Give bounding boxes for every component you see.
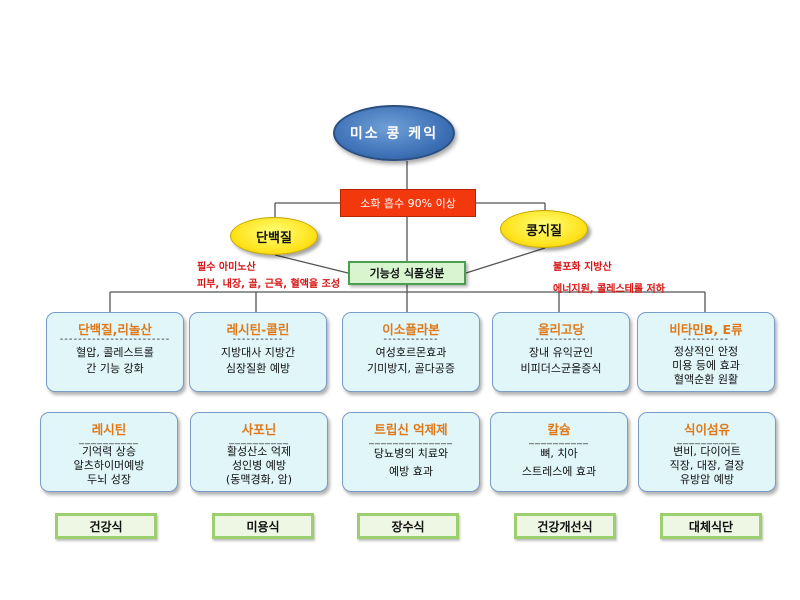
functional-components-node: 기능성 식품성분 (348, 261, 466, 285)
component-line: 혈액순환 원활 (673, 373, 739, 386)
component-line: 비피더스균을증식 (520, 362, 602, 375)
component-title: 단백질,리놀산 (78, 322, 152, 337)
protein-node: 단백질 (230, 217, 318, 255)
component-box-9: 칼슘 __________ 뼈, 치아 스트레스에 효과 (490, 412, 628, 492)
component-divider: __________ (529, 434, 589, 445)
protein-note-1: 필수 아미노산 (197, 262, 256, 273)
component-line: 심장질환 예방 (225, 362, 291, 375)
component-line: 활성산소 억제 (226, 445, 292, 458)
fat-note-1: 불포화 지방산 (553, 262, 612, 273)
component-divider: ---------- (682, 334, 730, 345)
component-title: 비타민B, E류 (669, 322, 743, 337)
component-box-5: 비타민B, E류 ---------- 정상적인 안정 미용 등에 효과 혈액순… (637, 312, 775, 392)
component-line: 뼈, 치아 (540, 447, 578, 460)
component-box-4: 올리고당 ----------- 장내 유익균인 비피더스균을증식 (492, 312, 630, 392)
component-title: 칼슘 (547, 422, 571, 437)
category-health-food: 건강식 (55, 513, 157, 539)
component-title: 트립신 억제제 (374, 422, 448, 437)
category-health-improvement-food: 건강개선식 (514, 513, 616, 539)
component-title: 사포닌 (241, 422, 277, 437)
component-line: 성인병 예방 (231, 459, 287, 472)
category-beauty-food: 미용식 (212, 513, 314, 539)
root-node: 미소 콩 케익 (333, 105, 455, 161)
component-line: 미용 등에 효과 (672, 359, 740, 372)
category-alternative-diet: 대체식단 (660, 513, 762, 539)
component-divider: __________ (677, 434, 737, 445)
component-divider: ______________ (369, 434, 453, 445)
component-box-2: 레시틴-콜린 ----------- 지방대사 지방간 심장질환 예방 (189, 312, 327, 392)
component-line: 예방 효과 (389, 465, 433, 478)
component-title: 레시틴 (91, 422, 127, 437)
component-line: 스트레스에 효과 (521, 465, 597, 478)
component-box-3: 이소플라본 ------------ 여성호르몬효과 기미방지, 골다공증 (342, 312, 480, 392)
component-divider: ------------------------ (59, 334, 171, 345)
component-line: 유방암 예방 (679, 473, 735, 486)
component-line: 장내 유익균인 (528, 346, 594, 359)
component-line: 알츠하이머예방 (73, 459, 145, 472)
component-box-8: 트립신 억제제 ______________ 당뇨병의 치료와 예방 효과 (342, 412, 480, 492)
component-line: 혈압, 콜레스트롤 (76, 346, 154, 359)
component-line: 변비, 다이어트 (673, 445, 741, 458)
component-box-7: 사포닌 __________ 활성산소 억제 성인병 예방 (동맥경화, 암) (190, 412, 328, 492)
component-title: 이소플라본 (382, 322, 440, 337)
component-line: 두뇌 성장 (87, 473, 131, 486)
bean-fat-node: 콩지질 (500, 210, 588, 248)
component-line: 정상적인 안정 (673, 345, 739, 358)
component-line: (동맥경화, 암) (225, 473, 293, 486)
component-line: 여성호르몬효과 (375, 346, 447, 359)
component-title: 레시틴-콜린 (226, 322, 290, 337)
absorption-banner: 소화 흡수 90% 이상 (340, 189, 476, 217)
component-line: 당뇨병의 치료와 (373, 447, 449, 460)
fat-note-2: 에너지원, 콜레스테롤 저하 (553, 284, 665, 295)
component-divider: ----------- (232, 334, 284, 345)
component-line: 기억력 상승 (81, 445, 137, 458)
component-box-10: 식이섬유 __________ 변비, 다이어트 직장, 대장, 결장 유방암 … (638, 412, 776, 492)
category-longevity-food: 장수식 (357, 513, 459, 539)
component-line: 간 기능 강화 (86, 362, 144, 375)
component-title: 올리고당 (537, 322, 584, 337)
component-title: 식이섬유 (683, 422, 730, 437)
component-line: 기미방지, 골다공증 (367, 362, 455, 375)
component-line: 직장, 대장, 결장 (669, 459, 745, 472)
component-line: 지방대사 지방간 (220, 346, 296, 359)
component-divider: ----------- (535, 334, 587, 345)
component-box-6: 레시틴 __________ 기억력 상승 알츠하이머예방 두뇌 성장 (40, 412, 178, 492)
component-box-1: 단백질,리놀산 ------------------------ 혈압, 콜레스… (46, 312, 184, 392)
protein-note-2: 피부, 내장, 골, 근육, 혈액을 조성 (197, 279, 341, 290)
component-divider: ------------ (383, 334, 439, 345)
component-divider: __________ (229, 434, 289, 445)
component-divider: __________ (79, 434, 139, 445)
